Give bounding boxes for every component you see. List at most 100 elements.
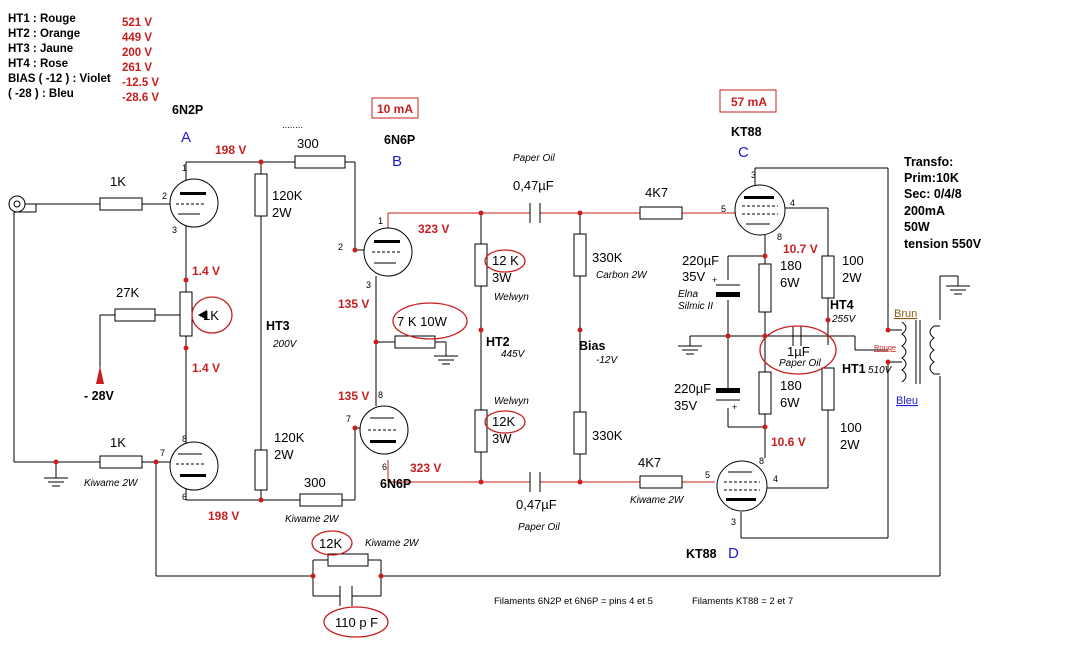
label-c-coupling-top-note: Paper Oil (513, 153, 555, 164)
rail-ht1: HT1 (842, 362, 866, 376)
top-cut-text: ........ (282, 120, 303, 131)
ground-symbol (946, 285, 970, 295)
label-r-in-top: 1K (110, 174, 126, 189)
voltage-legend: HT1 : Rouge 521 V HT2 : Orange 449 V HT3… (8, 13, 159, 104)
svg-text:3: 3 (172, 225, 177, 235)
transfo-voltage: tension 550V (904, 237, 982, 251)
svg-text:7: 7 (346, 414, 351, 424)
label-120k-bottom-w: 2W (274, 447, 294, 462)
resistor-330k-bottom (573, 411, 587, 455)
rail-ht3: HT3 (266, 319, 290, 333)
legend-value-2: 449 V (122, 32, 152, 44)
potentiometer-1k (179, 291, 193, 337)
resistor-300-top (294, 155, 346, 169)
tube-d-type: KT88 (686, 547, 717, 561)
neg-supply-arrow-icon (96, 366, 104, 384)
tube-b-type: 6N6P (384, 133, 415, 147)
label-330k-bottom: 330K (592, 428, 623, 443)
resistor-r-in-top (99, 197, 143, 211)
label-100-top-w: 2W (842, 270, 862, 285)
label-180-bottom: 180 (780, 378, 802, 393)
rail-ht1-v: 510V (868, 365, 893, 376)
transfo-prim: Prim:10K (904, 171, 959, 185)
transfo-current: 200mA (904, 204, 945, 218)
svg-text:6: 6 (382, 462, 387, 472)
capacitor-220uf-bottom: + (716, 388, 740, 412)
rail-ht3-v: 200V (272, 339, 298, 350)
label-12k-top-w: 3W (492, 270, 512, 285)
wire-brun: Brun (894, 308, 917, 320)
resistor-4k7-bottom (639, 475, 683, 489)
svg-text:6: 6 (182, 492, 187, 502)
label-100-top: 100 (842, 253, 864, 268)
label-4k7-note: Kiwame 2W (630, 495, 685, 506)
legend-name-3: HT3 : Jaune (8, 43, 73, 55)
resistor-12k-top (474, 243, 488, 287)
label-12k-top: 12 K (492, 253, 519, 268)
rail-ht4-v: 255V (831, 314, 857, 325)
capacitor-1uf (792, 326, 802, 346)
legend-name-1: HT1 : Rouge (8, 13, 76, 25)
ground-symbol (44, 477, 68, 487)
transfo-title: Transfo: (904, 155, 953, 169)
wires (8, 161, 959, 597)
legend-value-4: 261 V (122, 62, 152, 74)
label-27k: 27K (116, 285, 139, 300)
label-220-top: 220µF (682, 253, 719, 268)
svg-text:5: 5 (705, 470, 710, 480)
label-220-bottom: 220µF (674, 381, 711, 396)
svg-text:2: 2 (338, 242, 343, 252)
svg-text:8: 8 (378, 390, 383, 400)
label-7k: 7 K 10W (397, 314, 448, 329)
tube-a-top: 1 2 3 (162, 163, 219, 235)
rail-bias-v: -12V (596, 355, 618, 366)
label-12k-bottom: 12K (492, 414, 515, 429)
svg-text:3: 3 (731, 517, 736, 527)
resistor-300-bottom (299, 493, 343, 507)
legend-name-4: HT4 : Rose (8, 58, 68, 70)
resistor-180-top (758, 263, 772, 313)
capacitor-feedback-110pf (339, 586, 353, 606)
svg-text:+: + (712, 275, 717, 285)
voltage-a-plate-bottom: 198 V (208, 509, 239, 523)
tube-b-bottom: 8 7 6 (346, 390, 409, 472)
svg-text:5: 5 (721, 204, 726, 214)
voltage-b-cathode-top: 135 V (338, 297, 369, 311)
note-filaments-small: Filaments 6N2P et 6N6P = pins 4 et 5 (494, 596, 653, 607)
legend-value-1: 521 V (122, 17, 152, 29)
label-c-coupling-bottom: 0,47µF (516, 497, 557, 512)
pot-wiper-icon (198, 310, 207, 320)
tube-c-type: KT88 (731, 125, 762, 139)
label-120k-bottom: 120K (274, 430, 305, 445)
label-120k-top: 120K (272, 188, 303, 203)
svg-text:8: 8 (759, 456, 764, 466)
transfo-power: 50W (904, 220, 930, 234)
svg-text:2: 2 (162, 191, 167, 201)
label-220-top-v: 35V (682, 269, 705, 284)
label-12k-top-note: Welwyn (494, 292, 529, 303)
capacitor-coupling-bottom (529, 472, 541, 492)
capacitor-coupling-top (529, 203, 541, 223)
svg-text:1: 1 (182, 163, 187, 173)
resistors (99, 155, 835, 567)
label-220-bottom-v: 35V (674, 398, 697, 413)
label-330k-top: 330K (592, 250, 623, 265)
resistor-4k7-top (639, 206, 683, 220)
voltage-d-cathode: 10.6 V (771, 435, 806, 449)
highlight-ovals (191, 89, 837, 638)
output-transformer (901, 320, 940, 384)
legend-value-3: 200 V (122, 47, 152, 59)
ground-symbol (434, 355, 458, 365)
svg-text:3: 3 (751, 170, 756, 180)
note-filaments-kt88: Filaments KT88 = 2 et 7 (692, 596, 793, 607)
tube-b-current: 10 mA (377, 102, 413, 116)
label-1uf: 1µF (787, 344, 810, 359)
label-180-top-w: 6W (780, 275, 800, 290)
voltage-c-cathode: 10.7 V (783, 242, 818, 256)
label-pot: 1K (203, 308, 219, 323)
tube-d-letter: D (728, 545, 739, 562)
label-300-bottom: 300 (304, 475, 326, 490)
